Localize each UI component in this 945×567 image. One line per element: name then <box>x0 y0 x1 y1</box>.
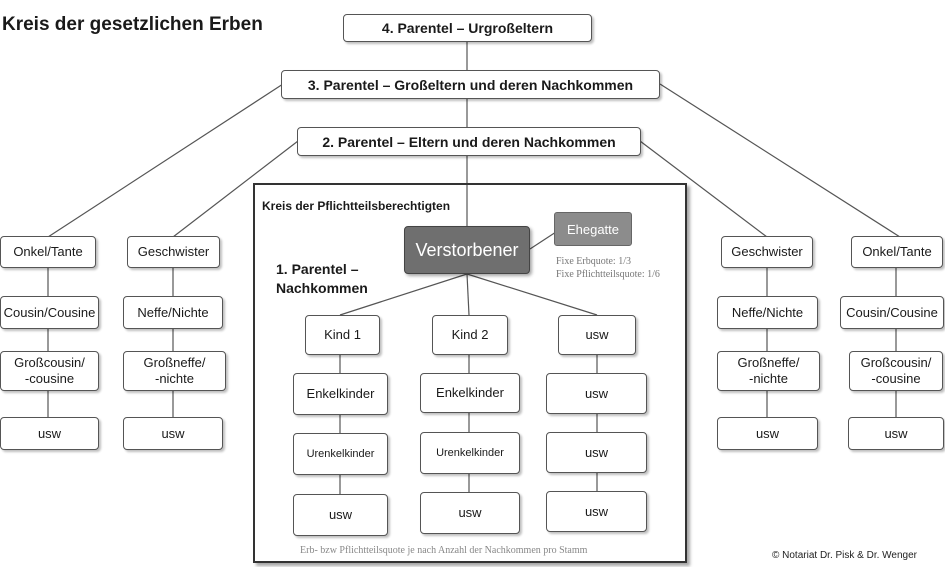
parentel-1-line-1: 1. Parentel – <box>276 261 359 277</box>
inner-col2-box-1: Kind 2 <box>432 315 508 355</box>
inner-col1-box-1: Kind 1 <box>305 315 380 355</box>
right-inner-box-2: Neffe/Nichte <box>717 296 818 329</box>
left-inner-box-3: Großneffe/ -nichte <box>123 351 226 391</box>
right-inner-box-4: usw <box>717 417 818 450</box>
parentel-1-label: 1. Parentel – Nachkommen <box>276 260 368 298</box>
inner-col2-box-2: Enkelkinder <box>420 373 520 413</box>
deceased-box: Verstorbener <box>404 226 530 274</box>
parentel-2-box: 2. Parentel – Eltern und deren Nachkomme… <box>297 127 641 156</box>
pflichtteil-frame <box>253 183 687 563</box>
inner-col1-box-2: Enkelkinder <box>293 373 388 415</box>
inner-col1-box-3: Urenkelkinder <box>293 433 388 475</box>
right-outer-box-3: Großcousin/ -cousine <box>849 351 943 391</box>
frame-title: Kreis der Pflichtteilsberechtigten <box>262 199 451 213</box>
inner-col3-box-2: usw <box>546 373 647 414</box>
frame-footer-note: Erb- bzw Pflichtteilsquote je nach Anzah… <box>300 545 588 556</box>
left-inner-box-2: Neffe/Nichte <box>123 296 223 329</box>
left-inner-box-4: usw <box>123 417 223 450</box>
fixed-inheritance-quote: Fixe Erbquote: 1/3 <box>556 256 631 267</box>
left-outer-box-4: usw <box>0 417 99 450</box>
left-outer-box-1: Onkel/Tante <box>0 236 96 268</box>
inner-col3-box-3: usw <box>546 432 647 473</box>
inner-col3-box-1: usw <box>558 315 636 355</box>
copyright-notice: © Notariat Dr. Pisk & Dr. Wenger <box>772 550 918 561</box>
fixed-compulsory-quote: Fixe Pflichtteilsquote: 1/6 <box>556 269 660 280</box>
parentel-1-line-2: Nachkommen <box>276 280 368 296</box>
spouse-box: Ehegatte <box>554 212 632 246</box>
right-outer-box-1: Onkel/Tante <box>851 236 943 268</box>
right-inner-box-3: Großneffe/ -nichte <box>717 351 820 391</box>
parentel-4-box: 4. Parentel – Urgroßeltern <box>343 14 592 42</box>
right-outer-box-4: usw <box>848 417 944 450</box>
inner-col2-box-3: Urenkelkinder <box>420 432 520 474</box>
inner-col2-box-4: usw <box>420 492 520 534</box>
left-outer-box-2: Cousin/Cousine <box>0 296 99 329</box>
inner-col3-box-4: usw <box>546 491 647 532</box>
page-title: Kreis der gesetzlichen Erben <box>2 14 263 35</box>
left-outer-box-3: Großcousin/ -cousine <box>0 351 99 391</box>
right-outer-box-2: Cousin/Cousine <box>840 296 944 329</box>
right-inner-box-1: Geschwister <box>721 236 813 268</box>
left-inner-box-1: Geschwister <box>127 236 220 268</box>
spouse-quote: Fixe Erbquote: 1/3 Fixe Pflichtteilsquot… <box>556 255 660 281</box>
inner-col1-box-4: usw <box>293 494 388 536</box>
parentel-3-box: 3. Parentel – Großeltern und deren Nachk… <box>281 70 660 99</box>
